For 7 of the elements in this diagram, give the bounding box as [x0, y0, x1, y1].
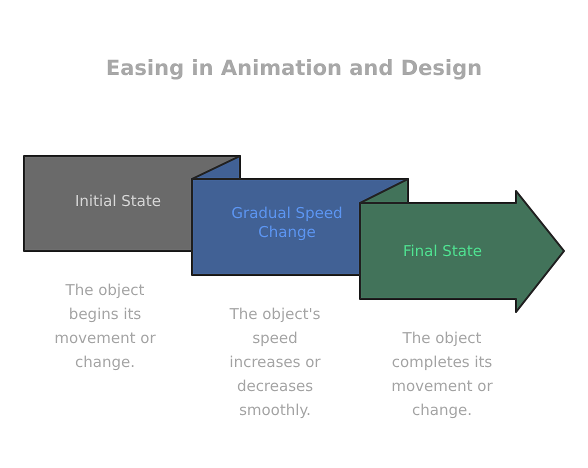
title: Easing in Animation and Design — [104, 56, 484, 80]
description-text: The object begins its movement or change. — [53, 280, 157, 373]
node-label: Gradual Speed Change — [230, 204, 344, 242]
description-text: The object's speed increases or decreases smoothly. — [228, 304, 322, 421]
node-label: Final State — [402, 242, 484, 261]
node-label: Initial State — [74, 192, 162, 211]
description-text: The object completes its movement or change. — [390, 328, 494, 421]
